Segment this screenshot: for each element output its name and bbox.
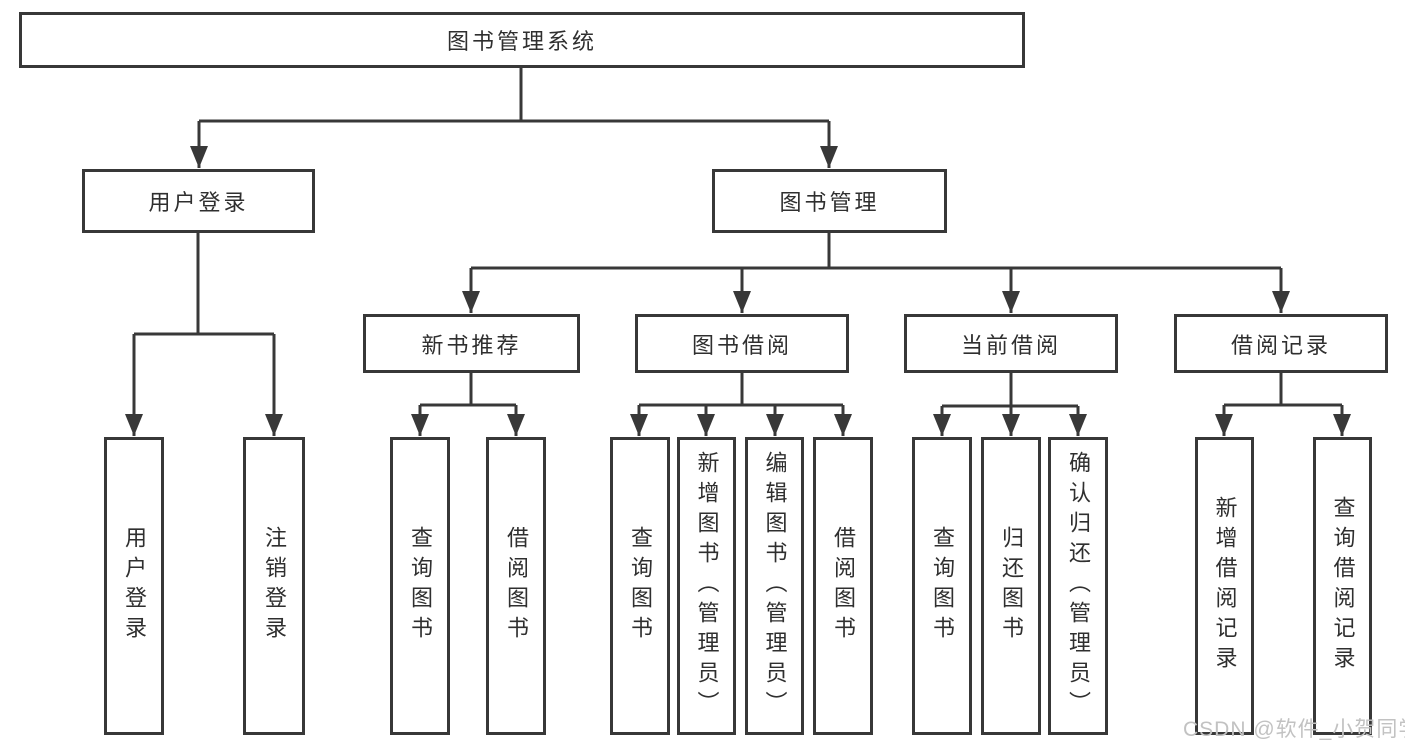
node-current-borrowing: 当前借阅	[904, 314, 1118, 373]
node-leaf-return-book: 归还图书	[981, 437, 1041, 735]
node-leaf-query-books-newbook: 查询图书	[390, 437, 450, 735]
node-leaf-borrow-books-newbook: 借阅图书	[486, 437, 546, 735]
node-book-management-module: 图书管理	[712, 169, 947, 233]
node-root-library-system: 图书管理系统	[19, 12, 1025, 68]
node-leaf-query-borrow-record: 查询借阅记录	[1313, 437, 1372, 735]
node-leaf-confirm-return-admin: 确认归还（管理员）	[1048, 437, 1108, 735]
node-leaf-logout: 注销登录	[243, 437, 305, 735]
node-leaf-borrow-books: 借阅图书	[813, 437, 873, 735]
node-leaf-user-login: 用户登录	[104, 437, 164, 735]
node-leaf-add-book-admin: 新增图书（管理员）	[677, 437, 736, 735]
node-user-login-module: 用户登录	[82, 169, 315, 233]
node-book-borrowing: 图书借阅	[635, 314, 849, 373]
node-borrowing-records: 借阅记录	[1174, 314, 1388, 373]
node-leaf-add-borrow-record: 新增借阅记录	[1195, 437, 1254, 735]
csdn-watermark: CSDN @软件_小贺同学	[1183, 718, 1405, 741]
node-leaf-edit-book-admin: 编辑图书（管理员）	[745, 437, 804, 735]
node-leaf-query-books-borrow: 查询图书	[610, 437, 670, 735]
node-new-book-recommend: 新书推荐	[363, 314, 580, 373]
node-leaf-query-books-current: 查询图书	[912, 437, 972, 735]
